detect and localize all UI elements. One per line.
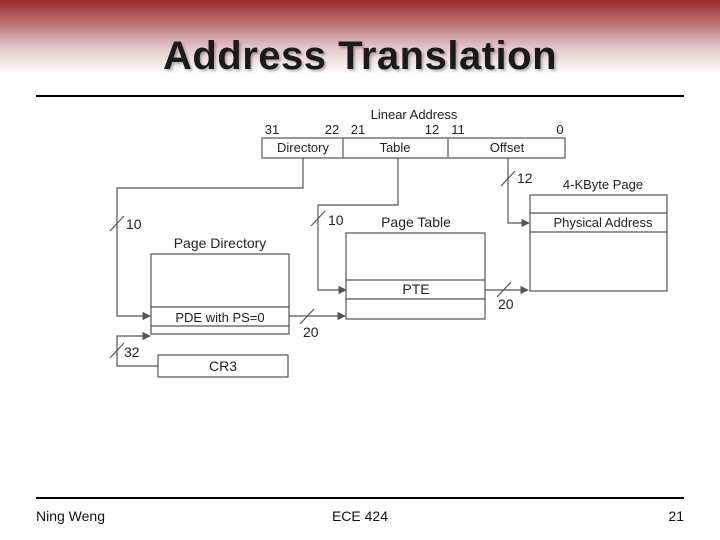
footer-divider — [36, 497, 684, 499]
table-width-slash — [310, 210, 326, 227]
bit-31-label: 31 — [265, 122, 279, 137]
pde-width-slash — [299, 308, 315, 325]
linear-address-label: Linear Address — [371, 107, 458, 122]
pde-entry-label: PDE with PS=0 — [175, 310, 264, 325]
bit-11-label: 11 — [451, 122, 465, 137]
title-background — [0, 0, 720, 95]
page-table-label: Page Table — [381, 214, 451, 230]
bit-21-label: 21 — [351, 122, 365, 137]
page-label: 4-KByte Page — [563, 177, 643, 192]
bit-22-label: 22 — [325, 122, 339, 137]
cr3-label: CR3 — [209, 358, 237, 374]
table-field-label: Table — [379, 140, 410, 155]
pte-width-slash — [496, 281, 512, 298]
pte-entry-label: PTE — [402, 281, 429, 297]
bit-12-label: 12 — [425, 122, 439, 137]
pte-width-label: 20 — [498, 296, 514, 312]
directory-index-arrow — [116, 158, 304, 321]
offset-index-arrow — [507, 158, 530, 228]
cr3-width-label: 32 — [124, 344, 140, 360]
offset-width-label: 12 — [517, 170, 533, 186]
page-table-box — [345, 232, 486, 320]
page-box — [529, 194, 668, 292]
directory-width-slash — [109, 215, 125, 232]
physical-address-label: Physical Address — [554, 215, 653, 230]
cr3-width-slash — [109, 342, 125, 359]
linear-address-box — [261, 137, 566, 159]
footer-author: Ning Weng — [36, 508, 106, 524]
table-width-label: 10 — [328, 212, 344, 228]
table-index-arrow — [317, 158, 399, 295]
page-directory-box — [150, 253, 290, 335]
title-divider — [36, 95, 684, 97]
directory-field-label: Directory — [277, 140, 330, 155]
directory-width-label: 10 — [126, 216, 142, 232]
pde-width-label: 20 — [303, 324, 319, 340]
footer-course: ECE 424 — [331, 508, 389, 524]
slide-title: Address Translation — [162, 34, 558, 78]
bit-0-label: 0 — [556, 122, 563, 137]
page-directory-label: Page Directory — [174, 235, 267, 251]
offset-width-slash — [500, 170, 516, 187]
offset-field-label: Offset — [490, 140, 525, 155]
footer-page-number: 21 — [668, 508, 684, 524]
